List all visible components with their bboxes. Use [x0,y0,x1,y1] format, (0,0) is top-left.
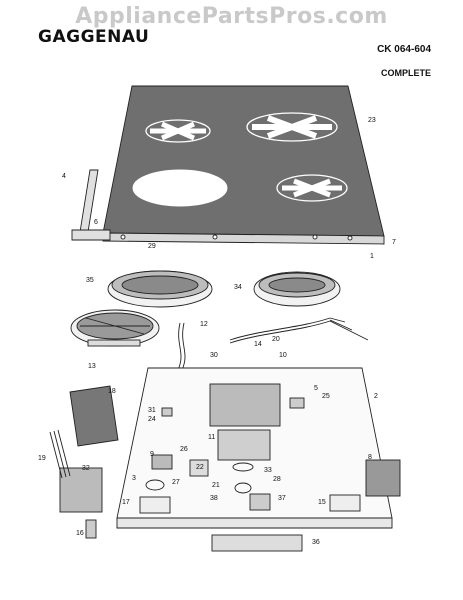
terminal-block [59,467,103,539]
callout: 1 [370,253,374,260]
callout: 28 [273,476,281,483]
callout: 21 [212,482,220,489]
callout: 35 [86,277,94,284]
callout: 20 [272,336,280,343]
callout: 29 [148,243,156,250]
callout: 12 [200,321,208,328]
callout: 34 [234,284,242,291]
callout: 37 [278,495,286,502]
callout: 15 [318,499,326,506]
callout: 11 [208,434,215,441]
callout: 19 [38,455,46,462]
callout: 22 [196,464,204,471]
lower-housing [116,367,393,529]
callout: 6 [94,219,98,226]
callout: 7 [392,239,396,246]
bracket-strip [49,429,71,479]
front-panel [211,534,303,552]
brand-logo: GAGGENAU [38,27,150,47]
callout: 4 [62,173,66,180]
callout: 9 [150,451,154,458]
trim-strip [71,169,111,241]
heating-element-oval [70,309,160,347]
callout: 2 [374,393,378,400]
callout: 33 [264,467,272,474]
callout: 32 [82,465,90,472]
callout: 14 [254,341,262,348]
callout: 17 [122,499,130,506]
callout: 30 [210,352,218,359]
callout: 25 [322,393,330,400]
assembly-variant: COMPLETE [380,68,431,78]
callout: 36 [312,539,320,546]
watermark: AppliancePartsPros.com [75,4,388,29]
callout-labels: 23 4 6 29 7 1 35 34 12 20 13 30 14 10 18… [38,117,396,546]
wiring-harness [177,317,369,371]
callout: 8 [368,454,372,461]
callout: 5 [314,385,318,392]
callout: 18 [108,388,116,395]
callout: 38 [210,495,218,502]
callout: 3 [132,475,136,482]
glass-cooktop-plate [102,85,385,245]
callout: 27 [172,479,180,486]
control-module [365,459,401,497]
insulation-pad [69,385,119,447]
callout: 10 [279,352,287,359]
callout: 24 [148,416,156,423]
heating-element-large [107,270,213,308]
callout: 16 [76,530,84,537]
heating-element-small [253,271,341,307]
callout: 26 [180,446,188,453]
callout: 23 [368,117,376,124]
model-number: CK 064-604 [377,44,431,55]
callout: 31 [148,407,156,414]
callout: 13 [88,363,96,370]
